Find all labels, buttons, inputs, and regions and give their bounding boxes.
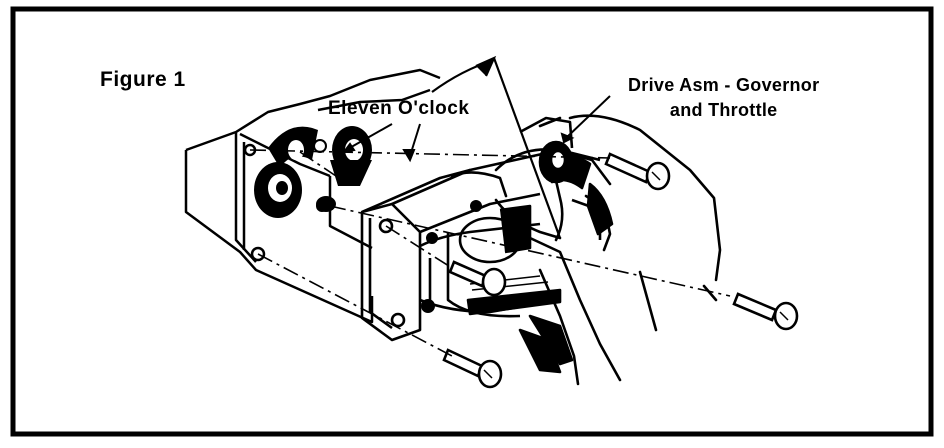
mounting-screw-lower-right bbox=[732, 292, 799, 331]
governor-cover-plate bbox=[519, 116, 602, 240]
callout-line-1: Drive Asm - Governor bbox=[628, 75, 820, 95]
clock-position-pointer bbox=[431, 55, 562, 239]
figure-title: Figure 1 bbox=[100, 68, 186, 91]
mounting-screw-lower-left bbox=[442, 348, 503, 389]
governor-housing bbox=[184, 68, 441, 324]
callout-leader bbox=[560, 95, 611, 144]
clock-position-label: Eleven O'clock bbox=[328, 98, 470, 119]
component-callout: Drive Asm - Governor and Throttle bbox=[628, 73, 819, 123]
retaining-nuts bbox=[316, 200, 482, 313]
alignment-lines bbox=[249, 149, 731, 357]
mounting-screw-upper-right bbox=[604, 152, 671, 191]
throttle-shaft-gear bbox=[254, 126, 372, 218]
figure-border bbox=[10, 6, 934, 437]
eleven-oclock-leader bbox=[341, 123, 421, 163]
callout-line-2: and Throttle bbox=[669, 100, 778, 120]
mounting-screw-center bbox=[448, 260, 507, 297]
